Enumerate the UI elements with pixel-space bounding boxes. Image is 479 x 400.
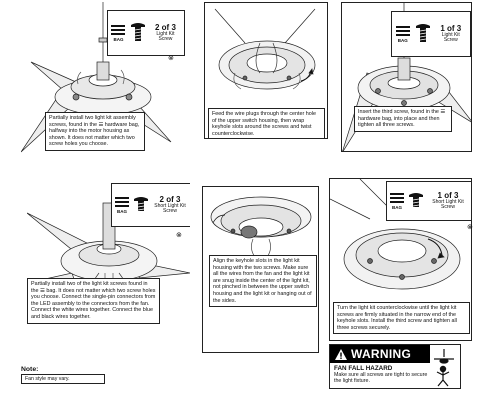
step-caption-4: Partially install two of the light kit s…	[27, 278, 160, 324]
light-kit-twist-illustration	[330, 179, 461, 290]
reference-target-icon: ⊗	[467, 224, 473, 231]
step-caption-5: Align the keyhole slots in the light kit…	[209, 255, 317, 308]
screw-icon	[409, 193, 423, 207]
warning-title: WARNING	[351, 347, 412, 361]
note-title: Note:	[21, 366, 39, 373]
keyhole-alignment-illustration	[210, 196, 312, 258]
step-caption-6: Turn the light kit counterclockwise unti…	[333, 302, 470, 335]
step-panel-3: BAG 1 of 3 Light Kit Screw Insert the th…	[341, 2, 472, 152]
hardware-bag-icon: BAG	[111, 24, 126, 42]
hardware-callout-1: BAG 2 of 3 Light Kit Screw	[107, 10, 185, 56]
step-caption-1: Partially install two light kit assembly…	[45, 112, 145, 151]
step-panel-4: BAG 2 of 3 Short Light Kit Screw Partial…	[27, 183, 190, 358]
hardware-bag-icon: BAG	[390, 192, 404, 210]
step-caption-3: Insert the third screw, found in the ☰ h…	[354, 106, 452, 132]
falling-fan-icon	[434, 349, 454, 387]
warning-box: WARNING FAN FALL HAZARD Make sure all sc…	[329, 344, 461, 389]
note-text: Fan style may vary.	[21, 374, 105, 384]
reference-target-icon: ⊗	[176, 232, 182, 239]
hardware-bag-icon: BAG	[395, 25, 411, 43]
step-panel-2: Feed the wire plugs through the center h…	[204, 2, 328, 139]
step-caption-2: Feed the wire plugs through the center h…	[208, 108, 325, 138]
screw-icon	[134, 197, 148, 211]
hardware-callout-4: BAG 2 of 3 Short Light Kit Screw	[111, 183, 190, 227]
hazard-title: FAN FALL HAZARD	[334, 365, 393, 372]
screw-icon	[415, 24, 430, 42]
step-panel-6: BAG 1 of 3 Short Light Kit Screw Turn th…	[329, 178, 472, 341]
reference-target-icon: ⊗	[168, 55, 174, 62]
hardware-callout-6: BAG 1 of 3 Short Light Kit Screw	[386, 181, 471, 221]
step-panel-1: BAG 2 of 3 Light Kit Screw Partially ins…	[21, 2, 185, 164]
hardware-bag-icon: BAG	[115, 196, 129, 214]
hazard-text: Make sure all screws are tight to secure…	[334, 372, 428, 384]
screw-icon	[130, 23, 145, 41]
switch-housing-illustration	[214, 8, 316, 90]
hardware-callout-3: BAG 1 of 3 Light Kit Screw	[391, 11, 471, 57]
step-panel-5: Align the keyhole slots in the light kit…	[202, 186, 319, 353]
warning-triangle-icon	[335, 348, 347, 360]
